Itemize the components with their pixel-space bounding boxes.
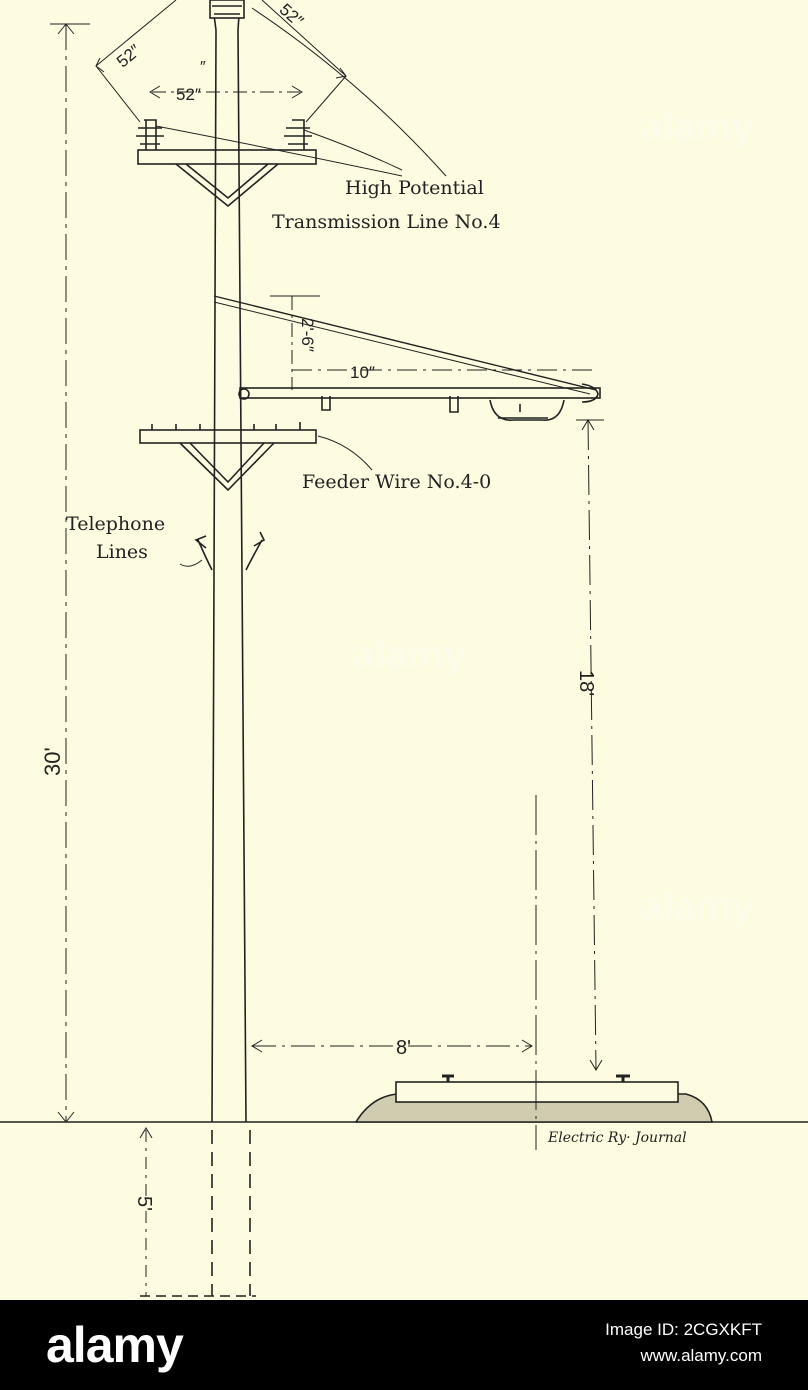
bracket-length-dim: 10″ [350, 363, 375, 382]
track [354, 1074, 713, 1123]
bracket-drop-dim: 2ʹ-6″ [298, 318, 317, 352]
top-crossarm [136, 5, 317, 208]
high-potential-label: High Potential [345, 177, 484, 199]
leader-lines [155, 7, 447, 567]
site-url[interactable]: www.alamy.com [640, 1346, 762, 1365]
top-right-diagonal-dim: 52″ [276, 0, 307, 31]
watermark: alamy [352, 633, 466, 677]
top-small-dim: ″ [200, 59, 206, 76]
lower-crossarm [139, 422, 317, 492]
pole-line-diagram: High Potential Transmission Line No.4 Fe… [0, 0, 808, 1297]
dimension-lines [50, 0, 604, 1296]
telephone-brackets [194, 531, 266, 571]
feeder-wire-label: Feeder Wire No.4-0 [302, 471, 491, 493]
credit-label: Electric Ry· Journal [547, 1130, 687, 1146]
lines-label: Lines [96, 541, 148, 563]
ground-depth-dim: 5ʹ [133, 1196, 155, 1211]
watermark: alamy [640, 885, 754, 929]
watermark: alamy [640, 105, 754, 149]
pole-height-dim: 30ʹ [40, 747, 65, 776]
top-left-diagonal-dim: 52″ [113, 41, 144, 72]
alamy-logo[interactable]: alamy [46, 1317, 184, 1373]
trolley-height-dim: 18ʹ [575, 670, 597, 696]
track-offset-dim: 8ʹ [396, 1037, 411, 1059]
footer-bar: alamy Image ID: 2CGXKFT www.alamy.com [0, 1300, 808, 1390]
crossarm-spacing-dim: 52″ [176, 85, 201, 104]
bracket-arm [213, 295, 601, 421]
image-id: Image ID: 2CGXKFT [605, 1320, 762, 1339]
transmission-line-label: Transmission Line No.4 [272, 211, 501, 233]
pole [140, 0, 256, 1297]
telephone-label: Telephone [66, 513, 165, 535]
